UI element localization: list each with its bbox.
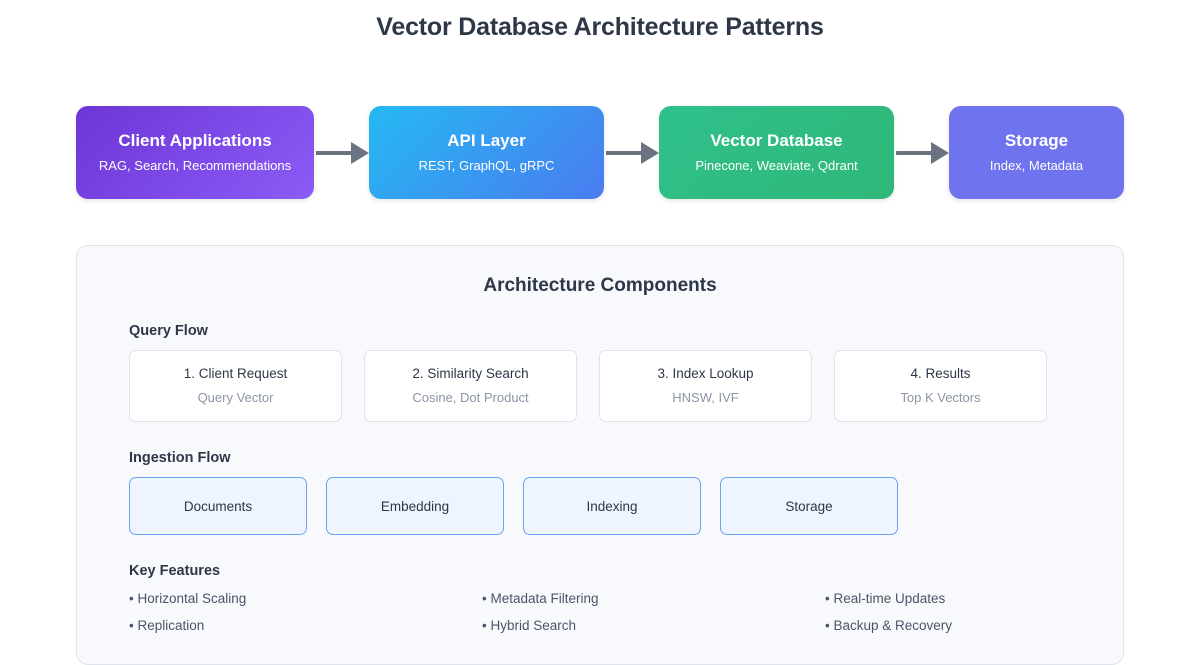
query-card-subtitle: Query Vector [197,390,274,406]
query-card-subtitle: Top K Vectors [900,390,981,406]
flow-box-title: Client Applications [118,131,272,150]
query-flow-card[interactable]: 2. Similarity Search Cosine, Dot Product [364,350,577,422]
arrow-shaft [316,150,357,155]
feature-item: • Hybrid Search [482,618,577,634]
flow-box-title: Vector Database [710,131,843,150]
key-features-grid: • Horizontal Scaling • Metadata Filterin… [129,590,1071,635]
arrow-shaft [896,150,937,155]
arrow-right-icon [314,141,369,164]
page-title: Vector Database Architecture Patterns [376,13,824,41]
architecture-components-panel: Architecture Components Query Flow 1. Cl… [76,245,1124,665]
query-flow-card[interactable]: 4. Results Top K Vectors [834,350,1047,422]
query-card-subtitle: HNSW, IVF [672,390,739,406]
query-flow-card[interactable]: 1. Client Request Query Vector [129,350,342,422]
flow-box-subtitle: Pinecone, Weaviate, Qdrant [695,158,858,174]
query-flow-card[interactable]: 3. Index Lookup HNSW, IVF [599,350,812,422]
flow-box-subtitle: REST, GraphQL, gRPC [418,158,555,174]
feature-item: • Real-time Updates [825,591,946,606]
key-features-label: Key Features [129,563,221,579]
feature-item: • Backup & Recovery [825,618,953,634]
architecture-flow-diagram: Client Applications RAG, Search, Recomme… [76,106,1124,199]
query-card-title: 2. Similarity Search [412,366,529,382]
arrow-head [931,141,949,164]
flow-box-subtitle: Index, Metadata [989,158,1084,174]
ingestion-box-embedding[interactable]: Embedding [326,477,504,535]
arrow-right-icon [894,141,949,164]
flow-box-api-layer[interactable]: API Layer REST, GraphQL, gRPC [369,106,604,199]
arrow-head [351,141,369,164]
flow-box-subtitle: RAG, Search, Recommendations [98,158,292,174]
flow-box-vector-database[interactable]: Vector Database Pinecone, Weaviate, Qdra… [659,106,894,199]
flow-box-title: API Layer [447,131,526,150]
query-flow-label: Query Flow [129,323,208,339]
feature-item: • Metadata Filtering [482,591,599,606]
query-flow-row: 1. Client Request Query Vector 2. Simila… [129,350,1071,422]
query-card-title: 3. Index Lookup [657,366,754,382]
arrow-head [641,141,659,164]
feature-item: • Replication [129,618,205,634]
arrow-shaft [606,150,647,155]
flow-box-storage[interactable]: Storage Index, Metadata [949,106,1124,199]
ingestion-flow-label: Ingestion Flow [129,450,231,466]
ingestion-box-storage[interactable]: Storage [720,477,898,535]
query-card-subtitle: Cosine, Dot Product [412,390,529,406]
ingestion-box-indexing[interactable]: Indexing [523,477,701,535]
ingestion-box-documents[interactable]: Documents [129,477,307,535]
flow-box-client-applications[interactable]: Client Applications RAG, Search, Recomme… [76,106,314,199]
flow-box-title: Storage [1004,131,1069,150]
query-card-title: 4. Results [910,366,971,382]
feature-item: • Horizontal Scaling [129,591,247,606]
panel-title: Architecture Components [483,275,717,296]
ingestion-flow-row: Documents Embedding Indexing Storage [129,477,1071,535]
arrow-right-icon [604,141,659,164]
query-card-title: 1. Client Request [183,366,288,382]
